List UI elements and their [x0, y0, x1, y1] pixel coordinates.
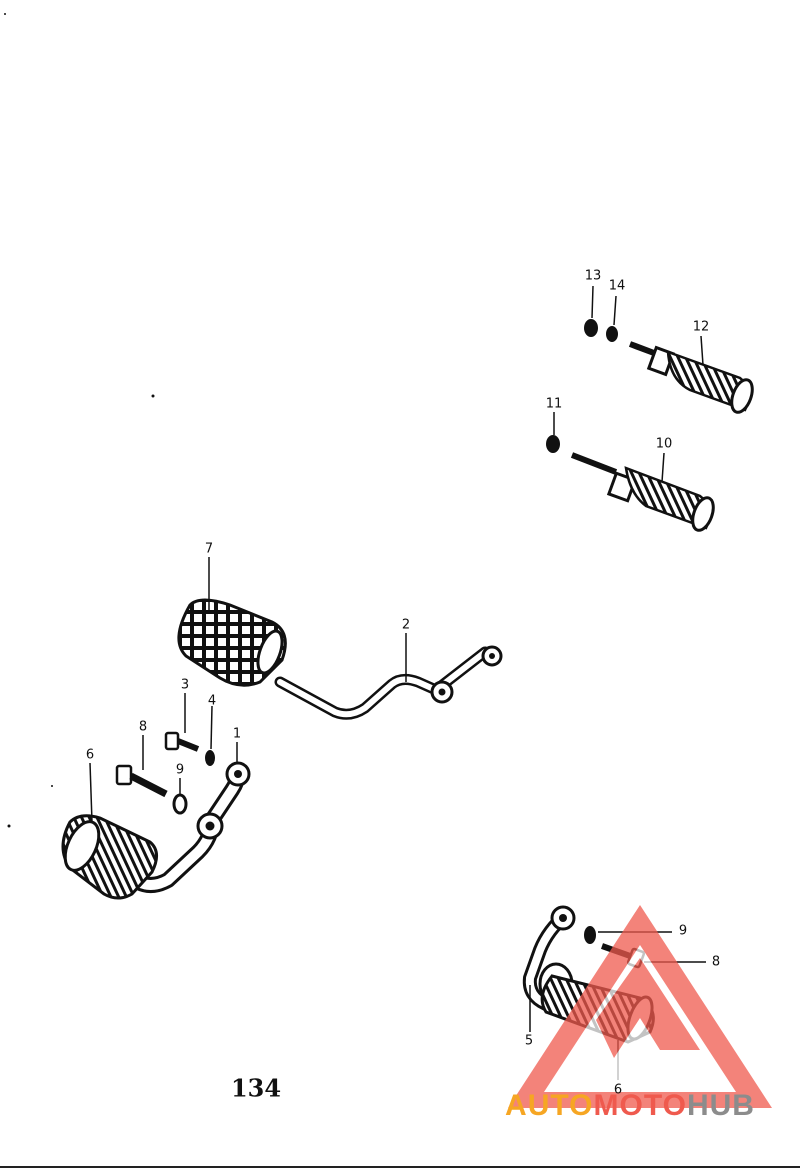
part-6-footrest-rubber [61, 814, 158, 900]
label-part-11: 11 [545, 396, 563, 412]
part-4-washer [205, 750, 215, 766]
label-part-6-lower: 6 [613, 1082, 623, 1098]
part-13-nut [584, 319, 598, 337]
part-9-washer [172, 793, 188, 815]
label-part-14: 14 [608, 278, 626, 294]
part-14-washer [606, 326, 618, 342]
label-part-8-lower: 8 [711, 954, 721, 970]
watermark-word-hub: HUB [686, 1089, 755, 1122]
watermark-logo [508, 905, 772, 1108]
page-number: 134 [230, 1073, 282, 1103]
label-part-9-lower: 9 [678, 923, 688, 939]
part-12-footrest [628, 341, 754, 414]
watermark-word-moto: MOTO [593, 1089, 687, 1122]
label-part-1: 1 [232, 726, 242, 742]
label-part-3: 3 [180, 677, 190, 693]
part-10-footrest [570, 452, 715, 532]
part-3-bolt [164, 731, 200, 752]
label-part-12: 12 [692, 319, 710, 335]
page-bottom-edge [0, 1166, 800, 1168]
label-part-5: 5 [524, 1033, 534, 1049]
label-part-10: 10 [655, 436, 673, 452]
label-part-4: 4 [207, 693, 217, 709]
label-part-9: 9 [175, 762, 185, 778]
label-part-13: 13 [584, 268, 602, 284]
watermark-text: AUTOMOTOHUB [505, 1089, 755, 1123]
scan-specks [4, 13, 155, 828]
part-11-nut [546, 435, 560, 453]
label-part-7: 7 [204, 541, 214, 557]
label-part-6: 6 [85, 747, 95, 763]
part-8-bolt [115, 764, 168, 798]
watermark-word-auto: AUTO [505, 1089, 594, 1122]
label-part-8: 8 [138, 719, 148, 735]
part-1-footrest-bracket [127, 761, 251, 893]
label-part-2: 2 [401, 617, 411, 633]
part-9-washer-lower [584, 926, 596, 944]
part-2-footrest-bar [274, 645, 503, 720]
part-7-footrest-rubber [177, 598, 287, 687]
